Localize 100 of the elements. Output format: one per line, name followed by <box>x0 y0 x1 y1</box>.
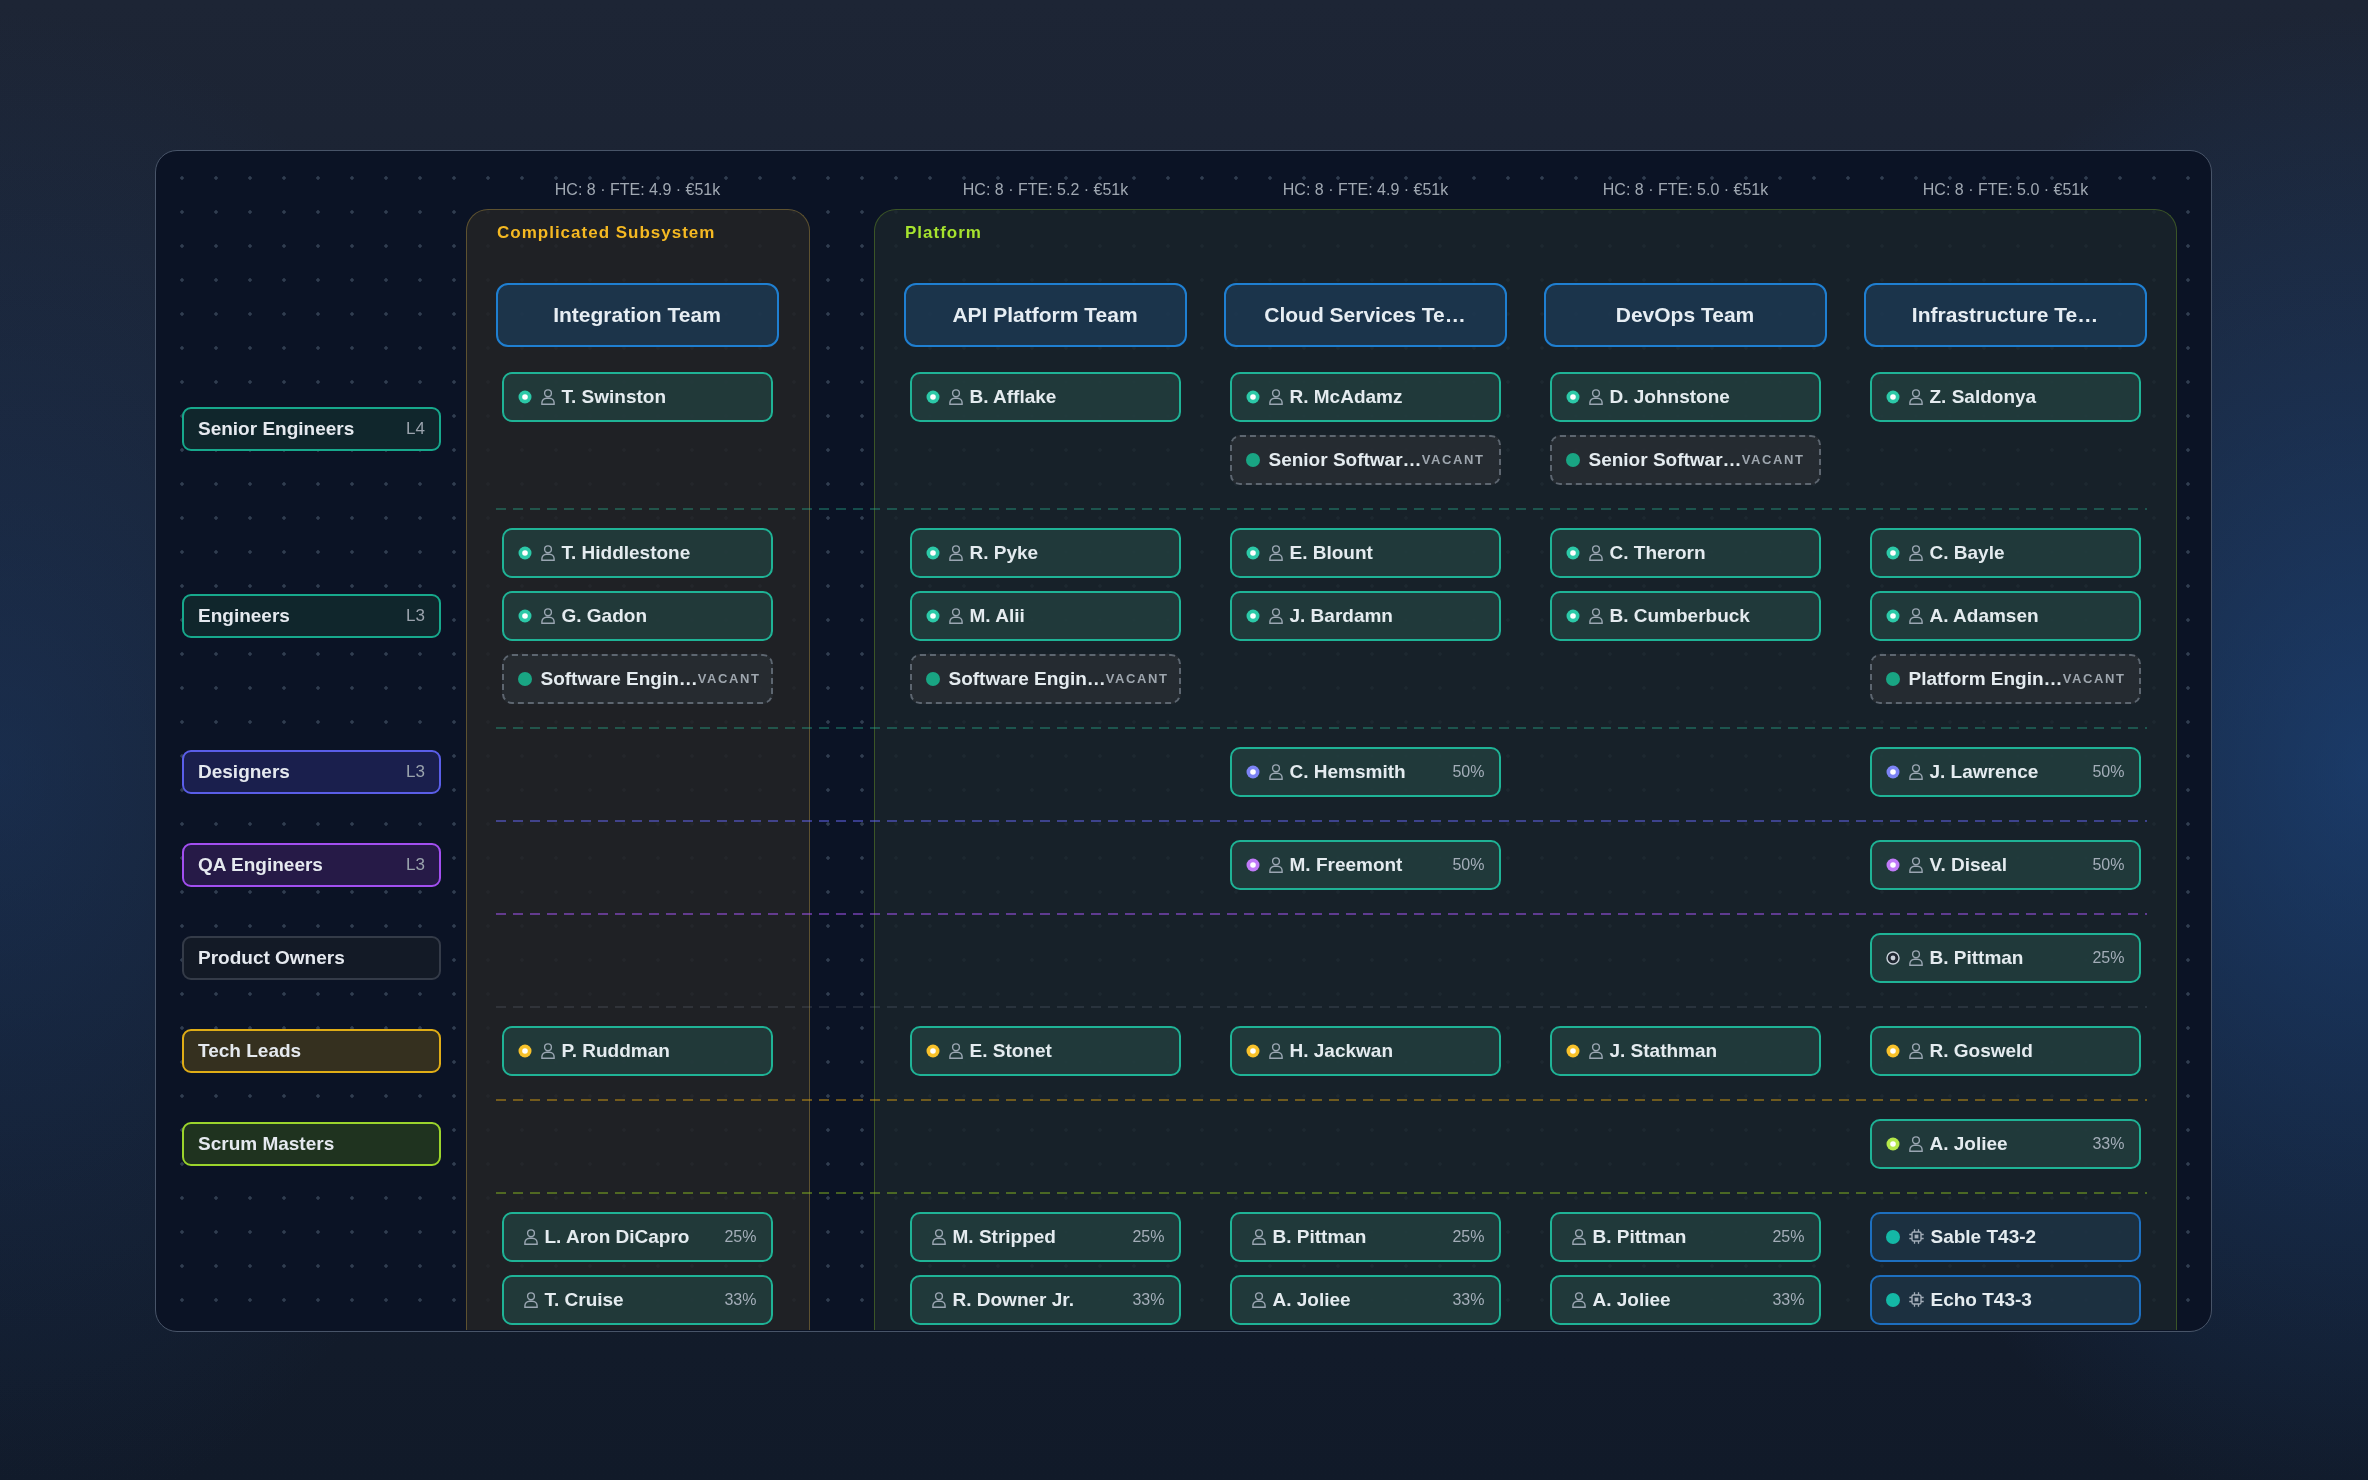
team-header: Infrastructure Te… <box>1863 282 2147 347</box>
open-role-title: Platform Engin… <box>1908 667 2063 690</box>
member-card <box>1549 1274 1821 1325</box>
role-name: QA Engineers <box>198 854 323 876</box>
member-name: M. Freemont <box>1289 853 1403 876</box>
member-name: M. Stripped <box>952 1225 1056 1248</box>
allocation-percent: 25% <box>1772 1227 1805 1246</box>
member-name: J. Stathman <box>1609 1039 1718 1062</box>
member-card <box>1229 839 1501 890</box>
member-name: E. Stonet <box>969 1039 1052 1062</box>
headcount-summary: HC: 8 · FTE: 4.9 · €51k <box>1282 181 1449 199</box>
group-title: Platform <box>905 223 982 243</box>
member-card <box>1229 1211 1501 1262</box>
agent-name: Sable T43-2 <box>1930 1225 2037 1248</box>
member-name: R. Downer Jr. <box>952 1288 1074 1311</box>
member-name: L. Aron DiCapro <box>544 1225 690 1248</box>
member-name: C. Bayle <box>1929 541 2005 564</box>
agent-name: Echo T43-3 <box>1930 1288 2032 1311</box>
vacancy-tag: VACANT <box>1421 452 1485 467</box>
team-header: API Platform Team <box>903 282 1187 347</box>
open-role-title: Software Engin… <box>540 667 698 690</box>
agent-card <box>1869 1274 2141 1325</box>
team-group-panel <box>466 209 810 1330</box>
member-card <box>909 371 1181 422</box>
team-header: Cloud Services Te… <box>1223 282 1507 347</box>
vacancy-tag: VACANT <box>697 671 761 686</box>
vacancy-tag: VACANT <box>1105 671 1169 686</box>
role-tag <box>182 594 441 638</box>
member-card <box>1229 1274 1501 1325</box>
member-card <box>1229 371 1501 422</box>
level-code: L3 <box>406 762 425 782</box>
member-name: R. Pyke <box>969 541 1039 564</box>
role-name: Tech Leads <box>198 1040 302 1062</box>
role-name: Product Owners <box>198 947 345 969</box>
vacancy-card <box>1229 434 1501 485</box>
role-name: Scrum Masters <box>198 1133 335 1155</box>
member-card <box>1229 527 1501 578</box>
member-name: G. Gadon <box>561 604 647 627</box>
member-name: A. Joliee <box>1272 1288 1351 1311</box>
level-code: L3 <box>406 606 425 626</box>
allocation-percent: 50% <box>2092 762 2125 781</box>
member-card <box>501 1211 773 1262</box>
member-name: B. Pittman <box>1929 946 2024 969</box>
member-name: V. Diseal <box>1929 853 2007 876</box>
vacancy-card <box>1549 434 1821 485</box>
allocation-percent: 25% <box>724 1227 757 1246</box>
allocation-percent: 50% <box>2092 855 2125 874</box>
member-name: P. Ruddman <box>561 1039 670 1062</box>
role-name: Engineers <box>198 605 290 627</box>
member-name: A. Adamsen <box>1929 604 2039 627</box>
allocation-percent: 25% <box>1132 1227 1165 1246</box>
member-name: R. McAdamz <box>1289 385 1403 408</box>
vacancy-card <box>1869 653 2141 704</box>
vacancy-card <box>909 653 1181 704</box>
role-tag <box>182 843 441 887</box>
member-name: R. Gosweld <box>1929 1039 2033 1062</box>
member-name: D. Johnstone <box>1609 385 1730 408</box>
level-code: L3 <box>406 855 425 875</box>
member-card <box>1549 590 1821 641</box>
headcount-summary: HC: 8 · FTE: 5.2 · €51k <box>962 181 1129 199</box>
open-role-title: Software Engin… <box>948 667 1106 690</box>
agent-card <box>1869 1211 2141 1262</box>
role-name: Designers <box>198 761 290 783</box>
member-card <box>1869 839 2141 890</box>
role-name: Senior Engineers <box>198 417 355 440</box>
open-role-title: Senior Softwar… <box>1588 448 1742 471</box>
allocation-percent: 50% <box>1452 762 1485 781</box>
member-card <box>1869 746 2141 797</box>
member-card <box>1869 590 2141 641</box>
member-card <box>909 1025 1181 1076</box>
member-card <box>1869 371 2141 422</box>
member-name: Z. Saldonya <box>1929 385 2037 408</box>
member-name: T. Swinston <box>561 385 666 408</box>
allocation-percent: 33% <box>1452 1290 1485 1309</box>
member-card <box>1549 527 1821 578</box>
member-card <box>1549 1025 1821 1076</box>
member-card <box>1869 1118 2141 1169</box>
team-group-panel <box>874 209 2177 1330</box>
member-name: A. Joliee <box>1592 1288 1671 1311</box>
member-card <box>1549 371 1821 422</box>
allocation-percent: 33% <box>1132 1290 1165 1309</box>
member-name: T. Hiddlestone <box>561 541 691 564</box>
group-title: Complicated Subsystem <box>497 223 716 243</box>
member-name: E. Blount <box>1289 541 1373 564</box>
allocation-percent: 33% <box>2092 1134 2125 1153</box>
member-name: B. Pittman <box>1592 1225 1687 1248</box>
member-card <box>909 590 1181 641</box>
headcount-summary: HC: 8 · FTE: 5.0 · €51k <box>1922 181 2089 199</box>
member-card <box>1869 932 2141 983</box>
member-card <box>909 527 1181 578</box>
allocation-percent: 50% <box>1452 855 1485 874</box>
member-card <box>501 527 773 578</box>
vacancy-tag: VACANT <box>1741 452 1805 467</box>
member-name: T. Cruise <box>544 1288 624 1311</box>
member-name: A. Joliee <box>1929 1132 2008 1155</box>
role-tag <box>182 936 441 980</box>
allocation-percent: 25% <box>1452 1227 1485 1246</box>
member-name: J. Bardamn <box>1289 604 1393 627</box>
member-name: M. Alii <box>969 604 1025 627</box>
member-card <box>501 590 773 641</box>
